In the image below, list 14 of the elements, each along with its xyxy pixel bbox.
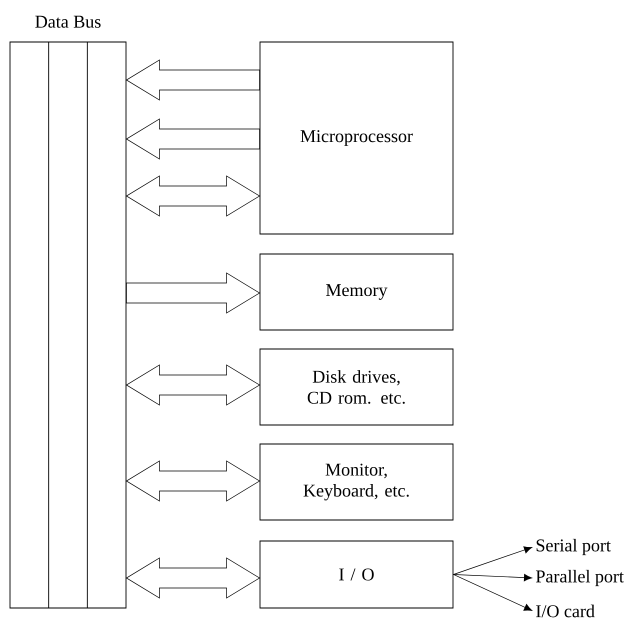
port-label: Serial port (536, 538, 611, 556)
arrow (453, 574, 532, 611)
block-box: Monitor, Keyboard, etc. (260, 444, 454, 520)
port-label: I/O card (536, 604, 595, 618)
block-box: I / O (260, 540, 454, 608)
block-box: Memory (260, 254, 454, 330)
node-label: Data Bus (35, 16, 101, 28)
block-box: Disk drives, CD rom. etc. (260, 348, 454, 426)
port-label: Parallel port (536, 570, 624, 586)
block-arrow (126, 272, 260, 314)
arrow (453, 574, 532, 582)
block-box: Microprocessor (260, 42, 454, 234)
arrow (453, 546, 532, 575)
data-bus: Data Bus (10, 16, 126, 608)
